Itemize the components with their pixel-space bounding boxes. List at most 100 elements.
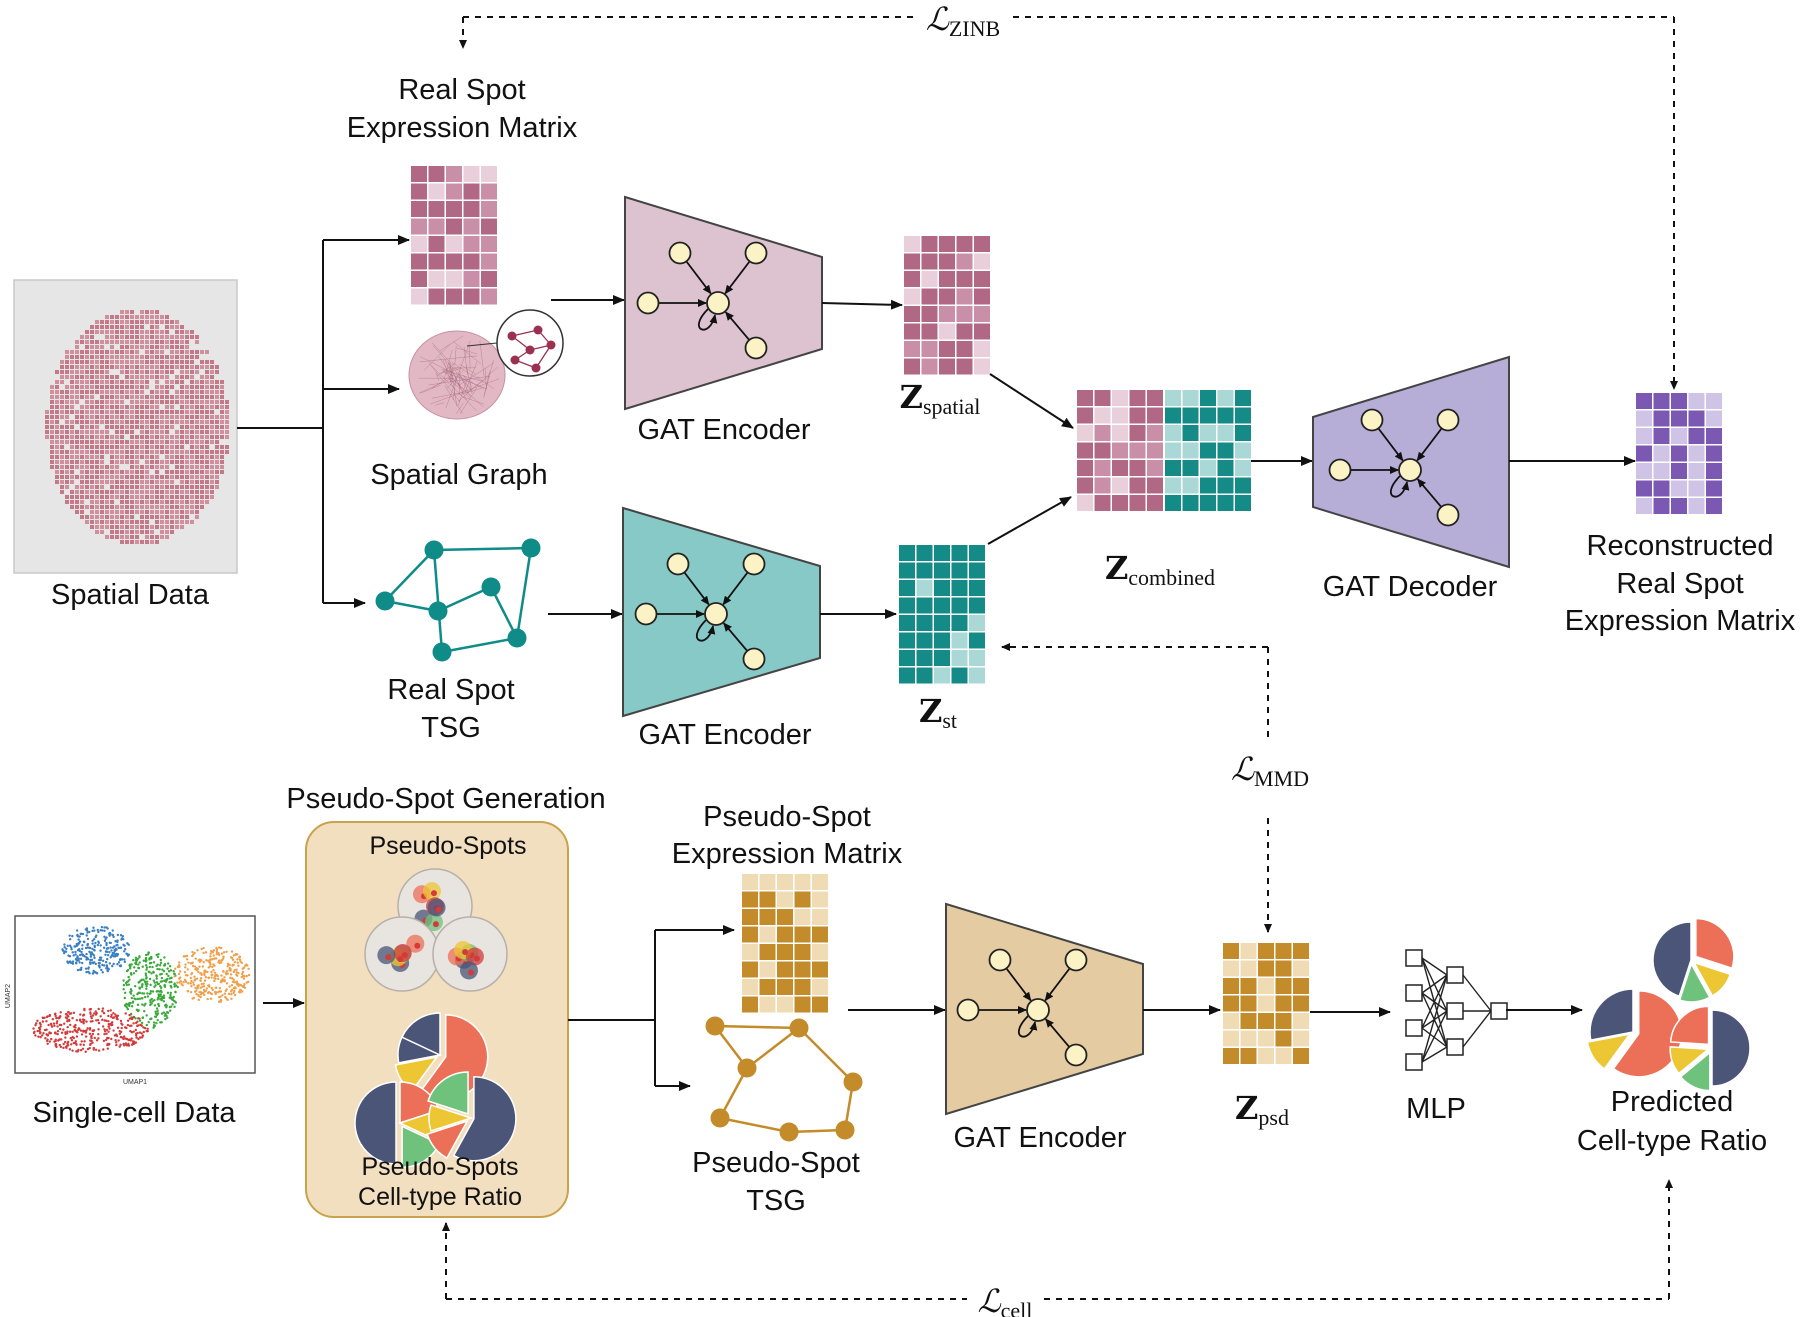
matrix-cell [1258, 943, 1274, 959]
real-spot-tsg-graph [375, 538, 541, 662]
matrix-cell [1217, 425, 1234, 441]
umap-point [159, 958, 163, 962]
umap-point [93, 956, 96, 960]
tissue-spot [125, 530, 129, 534]
tissue-spot [155, 435, 159, 439]
tissue-spot [70, 445, 74, 449]
tissue-spot [75, 415, 79, 419]
matrix-cell [1671, 480, 1687, 497]
tissue-spot [160, 430, 164, 434]
tissue-spot [105, 325, 109, 329]
umap-point [228, 963, 231, 967]
tissue-spot [125, 520, 129, 524]
tissue-spot [140, 330, 144, 334]
umap-point [202, 946, 205, 950]
tissue-spot [185, 375, 189, 379]
z-st-symbol: Zst [919, 692, 957, 733]
matrix-cell [904, 358, 920, 375]
tissue-spot [135, 510, 139, 514]
tissue-spot [70, 410, 74, 414]
tissue-spot [125, 475, 129, 479]
umap-point [207, 966, 211, 969]
tissue-spot [130, 510, 134, 514]
graph-edge [419, 385, 441, 394]
tissue-spot [220, 425, 224, 429]
umap-point [39, 1023, 42, 1026]
tissue-spot [70, 350, 74, 354]
tissue-spot [155, 475, 159, 479]
umap-point [68, 934, 71, 937]
tissue-spot [160, 360, 164, 364]
gat-node [668, 241, 692, 265]
matrix-cell [411, 236, 427, 252]
matrix-cell [1182, 495, 1199, 511]
graph-edge [441, 368, 480, 381]
tissue-spot [85, 475, 89, 479]
umap-point [70, 948, 73, 951]
umap-point [111, 1016, 115, 1020]
matrix-cell [1077, 425, 1093, 441]
umap-point [57, 1017, 60, 1020]
matrix-cell [428, 236, 445, 252]
gat-node [1328, 458, 1352, 482]
matrix-cell [1165, 442, 1181, 459]
umap-point [165, 1014, 168, 1018]
tissue-spot [145, 310, 149, 314]
tissue-spot [170, 485, 174, 489]
matrix-cell [956, 358, 973, 375]
tissue-spot [135, 410, 139, 414]
umap-point [116, 962, 119, 966]
umap-point [213, 971, 217, 974]
tissue-spot [60, 480, 64, 484]
umap-point [103, 1030, 107, 1033]
pie-slice [1586, 1033, 1632, 1070]
umap-point [139, 979, 142, 982]
tissue-spot [135, 445, 139, 449]
tissue-spot [85, 365, 89, 369]
tissue-spot [180, 335, 184, 339]
umap-point [145, 1029, 148, 1033]
tissue-spot [155, 540, 159, 544]
tissue-spot [145, 525, 149, 529]
tissue-spot [145, 415, 149, 419]
umap-point [219, 946, 223, 950]
umap-point [96, 1019, 100, 1022]
tissue-spot [90, 365, 94, 369]
tissue-spot [120, 370, 124, 374]
umap-point [145, 968, 148, 971]
tissue-spot [145, 535, 149, 539]
tissue-spot [95, 375, 99, 379]
tissue-spot [75, 390, 79, 394]
tissue-spot [75, 340, 79, 344]
tissue-spot [225, 435, 229, 439]
matrix-cell [1223, 995, 1239, 1012]
umap-point [152, 1021, 156, 1024]
tissue-spot [200, 455, 204, 459]
graph-edge [453, 375, 457, 400]
tissue-spot [150, 400, 154, 404]
tissue-spot [70, 440, 74, 444]
tissue-spot [90, 355, 94, 359]
tissue-spot [90, 395, 94, 399]
umap-point [191, 950, 194, 954]
tissue-spot [110, 475, 114, 479]
tissue-spot [135, 490, 139, 494]
matrix-cell [1147, 425, 1163, 441]
tissue-spot [60, 465, 64, 469]
tissue-spot [170, 370, 174, 374]
tissue-spot [50, 405, 54, 409]
tissue-spot [140, 335, 144, 339]
matrix-cell [951, 545, 968, 561]
umap-point [105, 950, 108, 953]
umap-point [63, 1022, 66, 1025]
tissue-spot [185, 330, 189, 334]
tissue-spot [185, 410, 189, 414]
umap-point [107, 1009, 110, 1013]
umap-point [105, 926, 108, 929]
tissue-spot [120, 330, 124, 334]
umap-point [105, 1019, 108, 1022]
umap-point [202, 988, 206, 992]
matrix-cell [1235, 495, 1251, 511]
tissue-spot [80, 440, 84, 444]
